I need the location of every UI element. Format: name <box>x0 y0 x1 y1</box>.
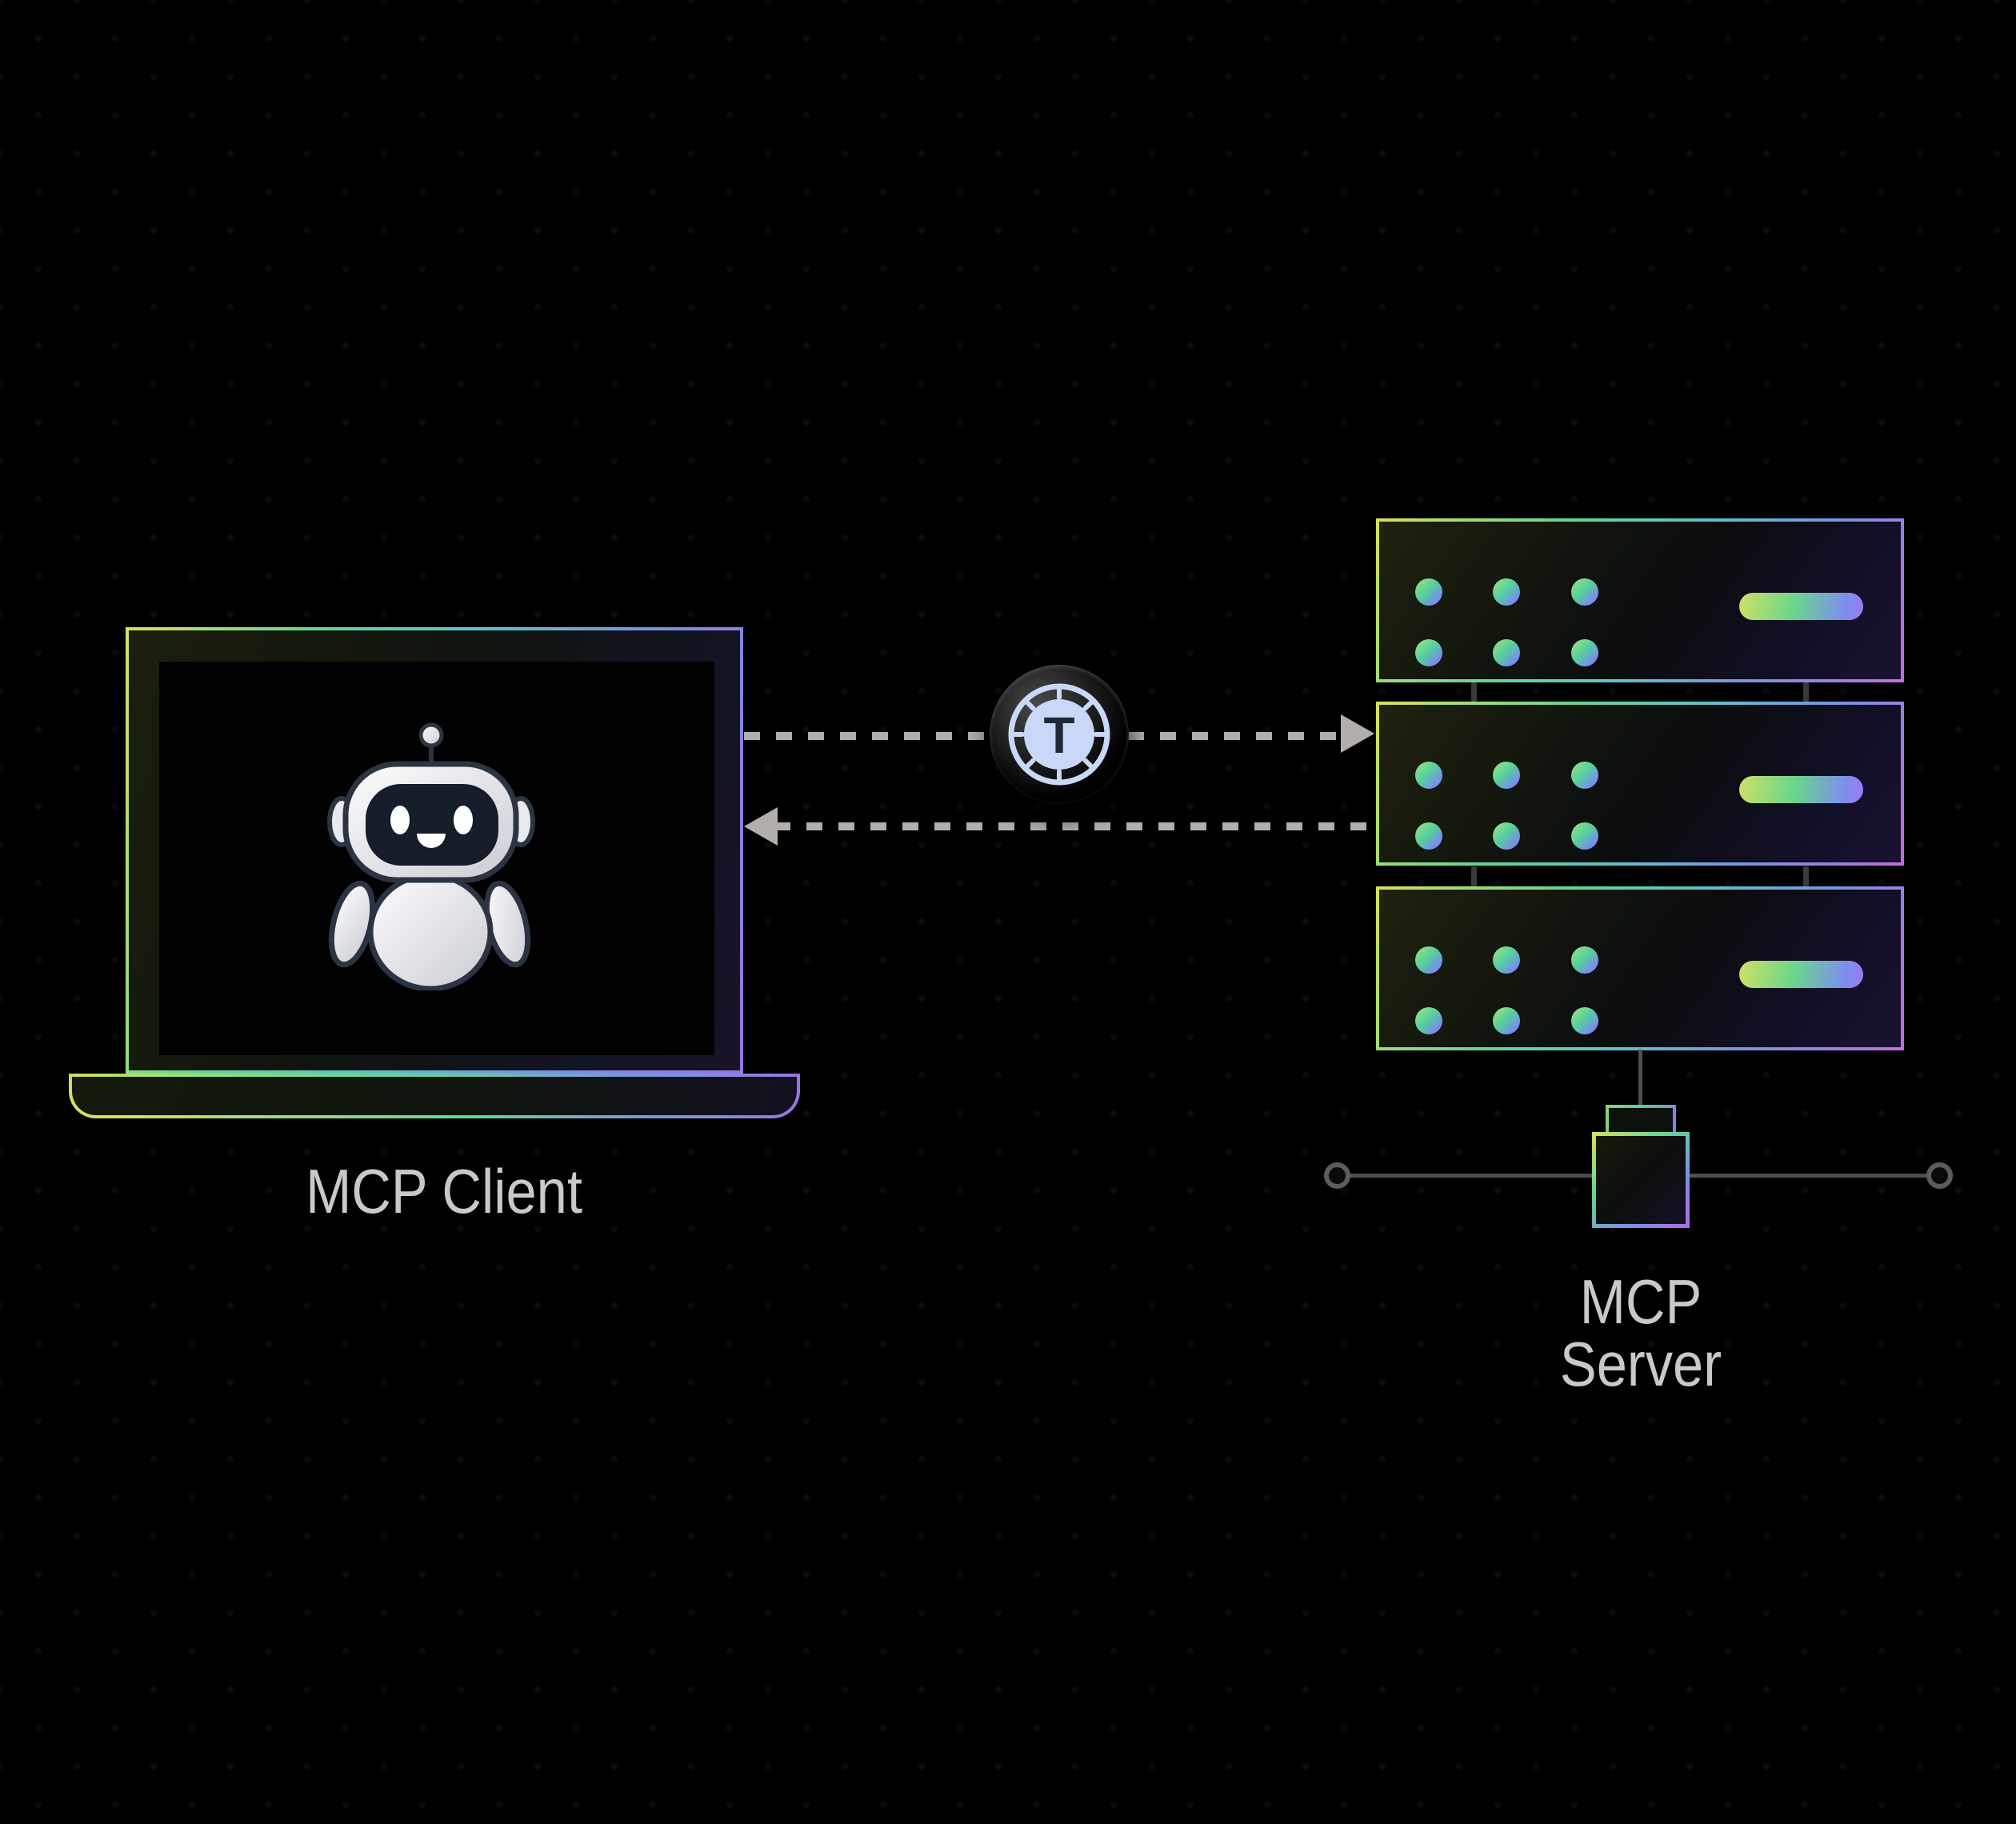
network-node-box <box>1592 1132 1690 1228</box>
network-endpoint-right <box>1926 1162 1953 1189</box>
tool-gauge-graphic: T <box>1008 683 1110 786</box>
status-led <box>1415 1007 1442 1034</box>
server-unit-face <box>1379 522 1901 679</box>
tool-gauge-icon: T <box>990 665 1129 804</box>
status-bar <box>1739 593 1863 620</box>
robot-antenna-ball <box>418 722 444 748</box>
status-led <box>1571 946 1598 974</box>
gauge-face <box>1024 699 1094 770</box>
status-led <box>1493 762 1520 789</box>
status-led <box>1415 762 1442 789</box>
server-unit-2 <box>1376 702 1904 866</box>
rack-connector <box>1803 682 1809 702</box>
laptop-base-fill <box>72 1077 797 1115</box>
robot-eye-left <box>390 806 410 834</box>
server-drop-line <box>1638 1050 1642 1107</box>
server-unit-3 <box>1376 886 1904 1050</box>
robot-face-panel <box>366 784 498 866</box>
network-node-box-fill <box>1596 1136 1686 1224</box>
robot-eye-right <box>454 806 473 834</box>
status-led <box>1493 1007 1520 1034</box>
status-led <box>1571 1007 1598 1034</box>
client-label: MCP Client <box>306 1156 582 1226</box>
server-unit-1 <box>1376 518 1904 682</box>
rack-connector <box>1471 866 1477 886</box>
status-led <box>1493 578 1520 606</box>
status-led <box>1415 946 1442 974</box>
robot-icon <box>327 722 535 990</box>
status-led <box>1571 822 1598 850</box>
server-label-line2: Server <box>1559 1329 1722 1399</box>
badge-letter: T <box>1043 706 1074 764</box>
status-led <box>1415 578 1442 606</box>
response-arrowhead-icon <box>744 807 778 846</box>
status-led <box>1493 639 1520 666</box>
rack-connector <box>1471 682 1477 702</box>
server-label-line1: MCP <box>1579 1266 1702 1337</box>
status-led <box>1571 639 1598 666</box>
status-led <box>1571 578 1598 606</box>
status-led <box>1415 822 1442 850</box>
rack-connector <box>1803 866 1809 886</box>
network-node-plug <box>1606 1105 1676 1135</box>
status-led <box>1493 822 1520 850</box>
status-bar <box>1739 776 1863 803</box>
robot-mouth <box>417 834 446 848</box>
status-led <box>1571 762 1598 789</box>
gauge-ticks <box>1011 686 1107 782</box>
status-bar <box>1739 961 1863 988</box>
status-led <box>1415 639 1442 666</box>
robot-body <box>367 872 494 990</box>
status-led <box>1493 946 1520 974</box>
server-unit-face <box>1379 705 1901 862</box>
laptop-base <box>69 1074 800 1118</box>
response-arrow-line <box>774 822 1375 830</box>
request-arrowhead-icon <box>1341 714 1374 753</box>
network-node-plug-fill <box>1609 1108 1673 1132</box>
network-endpoint-left <box>1324 1162 1350 1189</box>
server-unit-face <box>1379 890 1901 1047</box>
